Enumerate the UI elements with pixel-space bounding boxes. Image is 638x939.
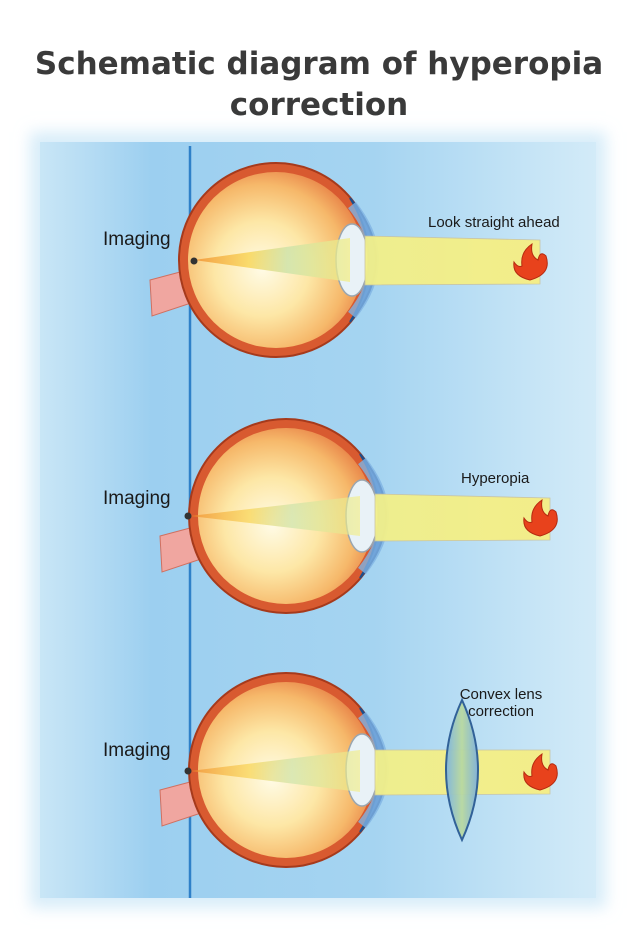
- focus-point: [185, 513, 192, 520]
- convex-lens: [446, 700, 478, 840]
- imaging-label-3: Imaging: [103, 740, 171, 762]
- imaging-label-1: Imaging: [103, 229, 171, 251]
- caption-line-2: correction: [456, 703, 546, 720]
- focus-point: [191, 258, 198, 265]
- eye-hyperopia: [160, 419, 557, 613]
- eye-normal: [150, 163, 547, 357]
- focus-point: [185, 768, 192, 775]
- caption-look-straight-ahead: Look straight ahead: [428, 214, 560, 231]
- caption-convex-lens-correction: Convex lens correction: [456, 686, 546, 720]
- imaging-label-2: Imaging: [103, 488, 171, 510]
- caption-hyperopia: Hyperopia: [461, 470, 529, 487]
- light-beam-outside: [365, 236, 540, 285]
- caption-line-1: Convex lens: [456, 686, 546, 703]
